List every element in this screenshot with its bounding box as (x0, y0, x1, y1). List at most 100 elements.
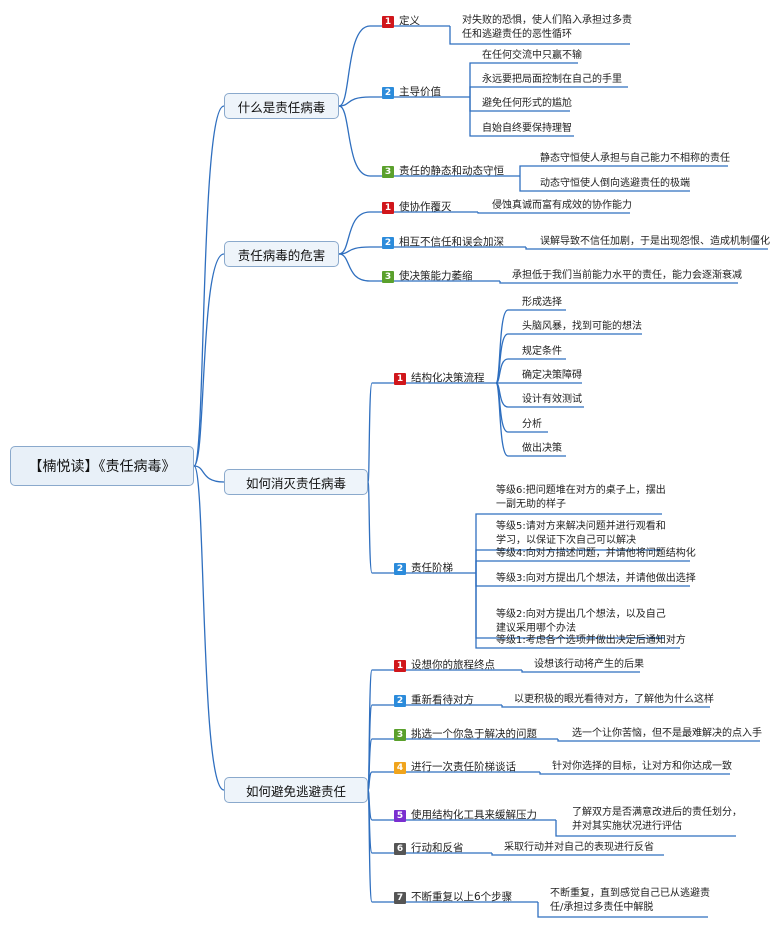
leaf-node[interactable]: 采取行动并对自己的表现进行反省 (504, 842, 654, 853)
priority-badge-icon: 2 (394, 694, 406, 707)
connector (338, 246, 526, 255)
leaf-node[interactable]: 等级6:把问题堆在对方的桌子上，摆出一副无助的样子 (496, 485, 666, 510)
leaf-node[interactable]: 设计有效测试 (522, 394, 582, 405)
leaf-node[interactable]: 对失败的恐惧，使人们陷入承担过多责任和逃避责任的恶性循环 (462, 15, 632, 40)
connector (499, 280, 738, 284)
priority-badge-icon: 7 (394, 891, 406, 904)
subtopic-node[interactable]: 4 进行一次责任阶梯谈话 (394, 760, 516, 775)
priority-badge-icon: 1 (382, 15, 394, 28)
leaf-node[interactable]: 不断重复，直到感觉自己已从逃避责任/承担过多责任中解脱 (550, 888, 710, 913)
leaf-node[interactable]: 避免任何形式的尴尬 (482, 98, 572, 109)
connector (519, 176, 690, 192)
subtopic-label: 挑选一个你急于解决的问题 (411, 728, 537, 740)
root-node[interactable]: 【楠悦读】《责任病毒》 (10, 446, 194, 486)
connector (367, 771, 540, 791)
priority-badge-icon: 2 (382, 86, 394, 99)
connector (367, 382, 496, 483)
subtopic-node[interactable]: 1 使协作覆灭 (382, 200, 452, 215)
connector (367, 704, 502, 791)
connector (338, 25, 450, 107)
subtopic-label: 结构化决策流程 (411, 372, 485, 384)
connector (555, 820, 736, 837)
leaf-node[interactable]: 形成选择 (522, 297, 562, 308)
leaf-node[interactable]: 永远要把局面控制在自己的手里 (482, 74, 622, 85)
leaf-node[interactable]: 做出决策 (522, 443, 562, 454)
connector (469, 86, 628, 97)
connector (475, 572, 680, 649)
leaf-node[interactable]: 自始自终要保持理智 (482, 123, 572, 134)
topic-node[interactable]: 如何避免逃避责任 (224, 777, 368, 803)
connector (525, 247, 768, 250)
subtopic-label: 进行一次责任阶梯谈话 (411, 761, 516, 773)
connector (557, 739, 760, 742)
leaf-node[interactable]: 规定条件 (522, 346, 562, 357)
connector (537, 902, 708, 918)
subtopic-node[interactable]: 6 行动和反省 (394, 841, 464, 856)
subtopic-label: 使用结构化工具来缓解压力 (411, 809, 537, 821)
leaf-node[interactable]: 等级1:考虑各个选项并做出决定后通知对方 (496, 635, 686, 646)
subtopic-node[interactable]: 2 重新看待对方 (394, 693, 474, 708)
subtopic-node[interactable]: 1 定义 (382, 14, 420, 29)
subtopic-label: 相互不信任和误会加深 (399, 236, 504, 248)
priority-badge-icon: 5 (394, 809, 406, 822)
leaf-node[interactable]: 误解导致不信任加剧，于是出现怨恨、造成机制僵化 (540, 236, 770, 247)
priority-badge-icon: 1 (382, 201, 394, 214)
topic-node[interactable]: 责任病毒的危害 (224, 241, 339, 267)
connector (338, 253, 500, 282)
connector (521, 670, 640, 673)
leaf-node[interactable]: 针对你选择的目标，让对方和你达成一致 (552, 761, 732, 772)
leaf-node[interactable]: 确定决策障碍 (522, 370, 582, 381)
connector (193, 465, 225, 791)
leaf-node[interactable]: 头脑风暴，找到可能的想法 (522, 321, 642, 332)
connector (495, 382, 566, 457)
leaf-node[interactable]: 以更积极的眼光看待对方，了解他为什么这样 (514, 694, 714, 705)
subtopic-label: 责任阶梯 (411, 562, 453, 574)
priority-badge-icon: 1 (394, 659, 406, 672)
subtopic-label: 定义 (399, 15, 420, 27)
leaf-node[interactable]: 等级5:请对方来解决问题并进行观看和学习，以保证下次自己可以解决 (496, 521, 666, 546)
leaf-node[interactable]: 在任何交流中只赢不输 (482, 50, 582, 61)
connector (193, 465, 225, 483)
subtopic-label: 使协作覆灭 (399, 201, 452, 213)
connector (519, 165, 728, 176)
leaf-node[interactable]: 分析 (522, 419, 542, 430)
subtopic-label: 重新看待对方 (411, 694, 474, 706)
topic-node[interactable]: 如何消灭责任病毒 (224, 469, 368, 495)
leaf-node[interactable]: 设想该行动将产生的后果 (534, 659, 644, 670)
subtopic-label: 责任的静态和动态守恒 (399, 165, 504, 177)
subtopic-node[interactable]: 5 使用结构化工具来缓解压力 (394, 808, 537, 823)
connector (338, 96, 470, 107)
leaf-node[interactable]: 了解双方是否满意改进后的责任划分，并对其实施状况进行评估 (572, 807, 742, 832)
priority-badge-icon: 3 (382, 165, 394, 178)
priority-badge-icon: 4 (394, 761, 406, 774)
leaf-node[interactable]: 侵蚀真诚而富有成效的协作能力 (492, 200, 632, 211)
connector (367, 481, 476, 574)
connector (477, 212, 630, 214)
leaf-node[interactable]: 承担低于我们当前能力水平的责任，能力会逐渐衰减 (512, 270, 742, 281)
subtopic-node[interactable]: 3 责任的静态和动态守恒 (382, 164, 504, 179)
connector (338, 211, 478, 255)
connector (469, 97, 574, 137)
subtopic-label: 行动和反省 (411, 842, 464, 854)
topic-node[interactable]: 什么是责任病毒 (224, 93, 339, 119)
connector (449, 25, 630, 45)
connector (367, 789, 538, 903)
leaf-node[interactable]: 选一个让你苦恼，但不是最难解决的点入手 (572, 728, 762, 739)
connector (495, 358, 566, 384)
connector (539, 772, 730, 775)
priority-badge-icon: 6 (394, 842, 406, 855)
leaf-node[interactable]: 等级3:向对方提出几个想法，并请他做出选择 (496, 573, 696, 584)
leaf-node[interactable]: 等级4:向对方描述问题，并请他将问题结构化 (496, 548, 696, 559)
leaf-node[interactable]: 静态守恒使人承担与自己能力不相称的责任 (540, 153, 730, 164)
leaf-node[interactable]: 动态守恒使人倒向逃避责任的极端 (540, 178, 690, 189)
leaf-node[interactable]: 等级2:向对方提出几个想法，以及自己建议采用哪个办法 (496, 609, 666, 634)
